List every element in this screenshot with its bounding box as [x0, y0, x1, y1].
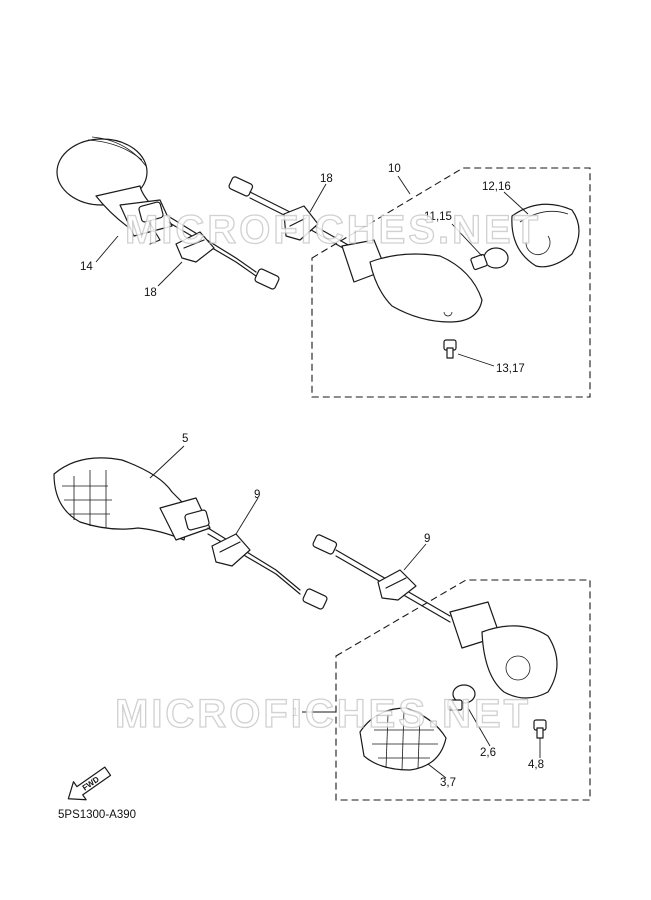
signal-lamp-10	[228, 176, 580, 359]
signal-lamp-1	[312, 534, 558, 771]
callout-4-8: 4,8	[528, 759, 544, 771]
callout-18-bottom: 18	[144, 287, 157, 299]
signal-lamp-14	[56, 136, 280, 290]
callout-11-15: 11,15	[424, 211, 452, 223]
callout-3-7: 3,7	[440, 777, 456, 789]
callout-14: 14	[80, 261, 93, 273]
callout-9-right: 9	[424, 533, 430, 545]
callout-13-17: 13,17	[496, 363, 525, 375]
group-box-1	[335, 579, 591, 801]
diagram-code: 5PS1300-A390	[58, 809, 136, 821]
callout-2-6: 2,6	[480, 747, 496, 759]
callout-12-16: 12,16	[482, 181, 511, 193]
callout-18-top: 18	[320, 173, 333, 185]
callout-1: 1	[292, 707, 298, 719]
callout-5: 5	[182, 433, 188, 445]
watermark-top: MICROFICHES.NET	[125, 208, 541, 252]
fwd-arrow-icon: FWD	[67, 766, 112, 801]
watermark-bottom: MICROFICHES.NET	[115, 692, 531, 736]
signal-lamp-5	[53, 457, 328, 610]
leader-lines	[95, 175, 541, 779]
group-box-10	[311, 167, 591, 398]
callout-9-left: 9	[254, 489, 260, 501]
callout-10: 10	[388, 163, 401, 175]
